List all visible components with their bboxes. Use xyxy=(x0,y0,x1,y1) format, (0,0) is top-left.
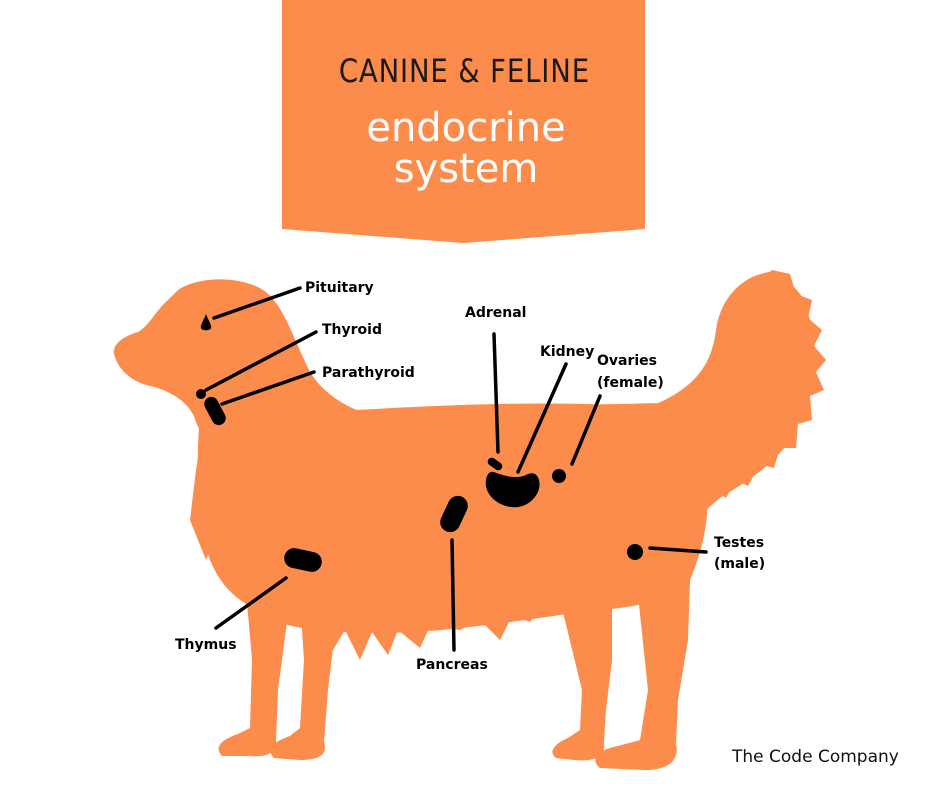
parathyroid-gland xyxy=(204,396,226,426)
dog-chest-fur xyxy=(190,420,260,600)
label-ovaries-line2: (female) xyxy=(597,375,664,391)
dog-hind-leg-1 xyxy=(552,600,612,761)
testes-leader xyxy=(648,546,708,554)
banner-shape xyxy=(282,0,645,243)
kidney-gland xyxy=(485,471,540,508)
dog-front-leg-2 xyxy=(270,600,338,760)
parathyroid-leader xyxy=(220,370,316,406)
label-pituitary: Pituitary xyxy=(305,280,374,296)
thymus-leader xyxy=(214,576,288,630)
thymus-gland xyxy=(284,548,322,572)
label-thymus: Thymus xyxy=(175,637,237,653)
banner-title-line3: system xyxy=(394,146,539,192)
banner-title-line2: endocrine xyxy=(366,105,565,151)
ovaries-leader xyxy=(570,394,602,466)
label-testes-line2: (male) xyxy=(714,556,765,572)
leader-lines xyxy=(204,286,708,652)
dog-belly-fur xyxy=(320,605,545,660)
banner-title-line1: CANINE & FELINE xyxy=(339,53,590,91)
label-thyroid: Thyroid xyxy=(322,322,382,338)
label-kidney: Kidney xyxy=(540,344,594,360)
labels: Pituitary Thyroid Parathyroid Adrenal Ki… xyxy=(175,280,765,673)
thyroid-gland xyxy=(196,389,206,399)
kidney-leader xyxy=(516,362,568,474)
label-parathyroid: Parathyroid xyxy=(322,365,415,381)
dog-hind-leg-2 xyxy=(595,576,690,770)
adrenal-gland xyxy=(487,457,503,471)
label-ovaries-line1: Ovaries xyxy=(597,353,657,369)
pancreas-gland xyxy=(440,495,468,533)
pituitary-leader xyxy=(212,286,302,320)
testes-gland xyxy=(627,544,643,560)
dog-tail-fur xyxy=(706,270,826,510)
label-testes-line1: Testes xyxy=(714,535,764,551)
label-pancreas: Pancreas xyxy=(416,657,488,673)
glands xyxy=(196,314,643,572)
credit-text: The Code Company xyxy=(731,747,899,767)
title-banner: CANINE & FELINE endocrine system xyxy=(282,0,645,243)
dog-front-leg-1 xyxy=(218,590,290,757)
pituitary-gland xyxy=(200,314,212,331)
adrenal-leader xyxy=(492,332,500,454)
pancreas-leader xyxy=(450,538,456,652)
dog-silhouette xyxy=(113,270,826,770)
label-adrenal: Adrenal xyxy=(465,305,526,321)
dog-ear xyxy=(238,296,280,392)
ovaries-gland xyxy=(552,469,566,483)
thyroid-leader xyxy=(204,330,318,392)
